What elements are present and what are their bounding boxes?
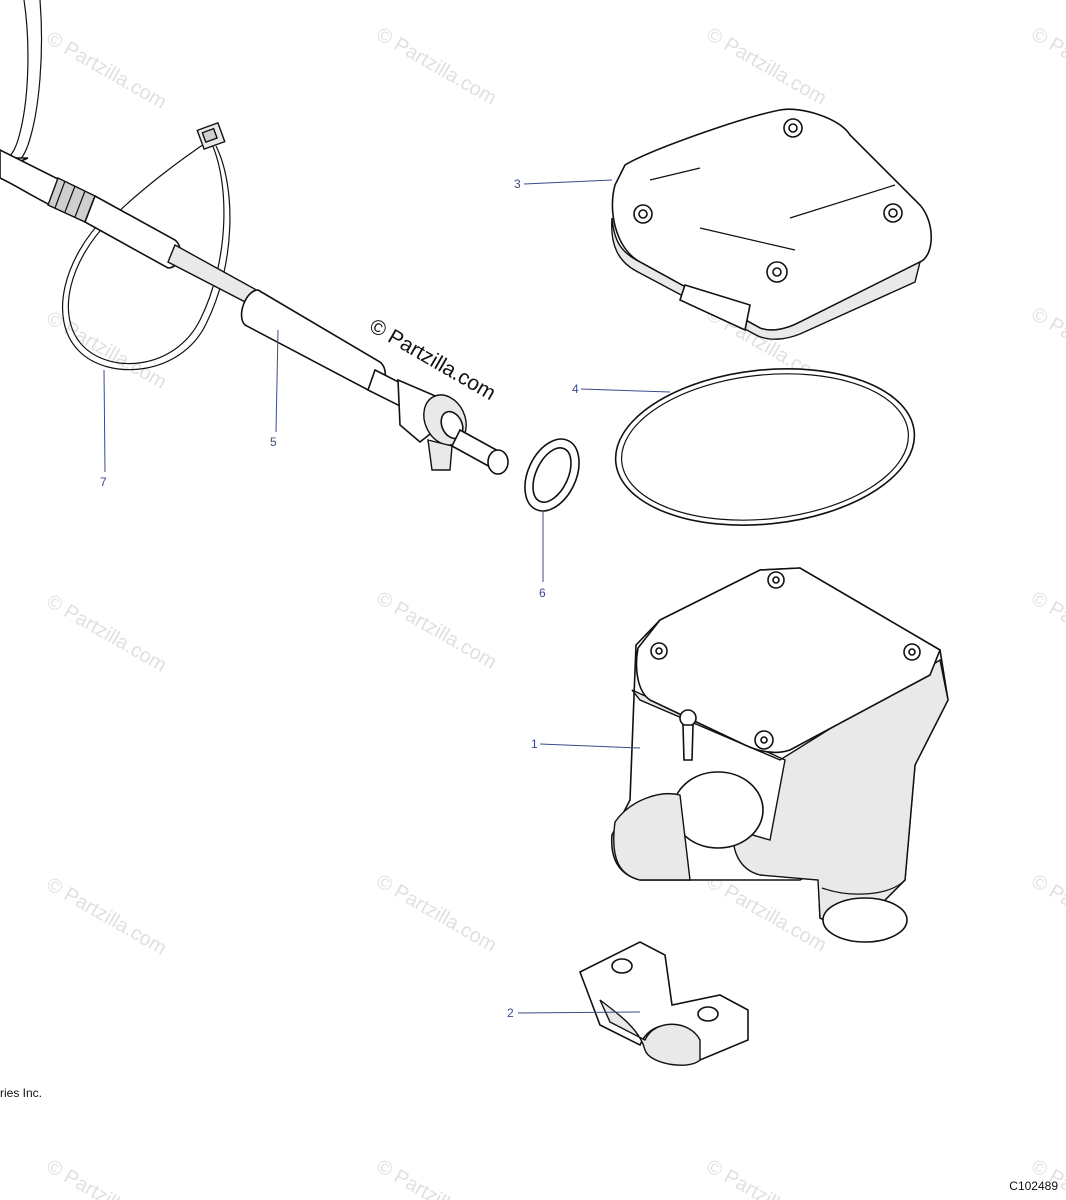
- copyright-text: ries Inc.: [0, 1086, 43, 1100]
- callout-2: 2: [507, 1006, 514, 1020]
- watermark-tile: © Partzilla.com: [373, 587, 501, 673]
- watermark-tile: © Partzilla.com: [703, 1155, 831, 1200]
- callout-1: 1: [531, 737, 538, 751]
- callout-7: 7: [100, 475, 107, 489]
- callout-6: 6: [539, 586, 546, 600]
- housing: [611, 567, 949, 943]
- watermark-tile: © Partzilla.com: [43, 873, 171, 959]
- watermark-tile: © Partzilla.com: [373, 1155, 501, 1200]
- watermark-tile: © Partzilla.com: [1028, 870, 1066, 956]
- watermark-tile: © Partzilla.com: [1028, 1155, 1066, 1200]
- cable-tie: [0, 0, 231, 371]
- leader-line: [103, 369, 106, 473]
- cover: [611, 108, 932, 340]
- small-o-ring: [524, 438, 580, 512]
- callout-labels: 1 2 3 4 5 6 7: [100, 177, 579, 1020]
- callout-5: 5: [270, 435, 277, 449]
- watermark-tile: © Partzilla.com: [1028, 587, 1066, 673]
- large-o-ring: [614, 368, 916, 526]
- leader-line: [539, 743, 641, 749]
- watermark-tile: © Partzilla.com: [703, 23, 831, 109]
- watermark-tile: © Partzilla.com: [1028, 23, 1066, 109]
- callout-4: 4: [572, 382, 579, 396]
- watermark-tile: © Partzilla.com: [43, 27, 171, 113]
- watermark-tile: © Partzilla.com: [373, 870, 501, 956]
- watermark-tile: © Partzilla.com: [43, 307, 171, 393]
- leader-line: [275, 329, 279, 433]
- leader-line: [523, 179, 613, 185]
- throttle-cable: [0, 149, 509, 475]
- leader-line: [580, 388, 671, 393]
- callout-3: 3: [514, 177, 521, 191]
- clamp: [578, 941, 749, 1066]
- watermark-tile: © Partzilla.com: [703, 870, 831, 956]
- watermark-tile: © Partzilla.com: [373, 23, 501, 109]
- watermark-tile: © Partzilla.com: [43, 1155, 171, 1200]
- watermark-tile: © Partzilla.com: [43, 590, 171, 676]
- watermark-tile: © Partzilla.com: [1028, 303, 1066, 389]
- callout-leaders: [103, 179, 671, 1014]
- leader-line: [517, 1011, 641, 1014]
- diagram-code: C102489: [1009, 1179, 1058, 1193]
